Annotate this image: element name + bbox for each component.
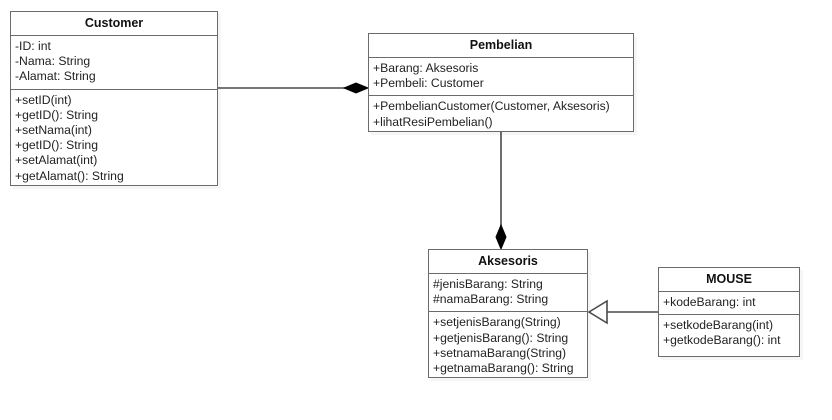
class-attributes-customer: -ID: int -Nama: String -Alamat: String — [11, 36, 217, 89]
class-box-mouse[interactable]: MOUSE +kodeBarang: int +setkodeBarang(in… — [658, 267, 800, 357]
operation-row: +getID(): String — [15, 107, 98, 122]
attribute-row: +Pembeli: Customer — [373, 76, 484, 91]
filled-diamond-aksesoris — [495, 223, 507, 251]
class-operations-mouse: +setkodeBarang(int) +getkodeBarang(): in… — [659, 314, 799, 352]
class-title-pembelian: Pembelian — [369, 34, 633, 58]
operation-row: +lihatResiPembelian() — [373, 114, 493, 129]
class-title-customer: Customer — [11, 12, 217, 36]
operation-row: +getjenisBarang(): String — [433, 330, 569, 345]
operation-row: +getID(): String — [15, 138, 98, 153]
hollow-triangle-aksesoris — [587, 299, 608, 325]
class-title-aksesoris: Aksesoris — [429, 250, 587, 274]
class-attributes-pembelian: +Barang: Aksesoris +Pembeli: Customer — [369, 58, 633, 95]
attribute-row: -ID: int — [15, 39, 51, 53]
attribute-row: #jenisBarang: String — [433, 277, 543, 291]
class-title-mouse: MOUSE — [659, 268, 799, 292]
class-box-pembelian[interactable]: Pembelian +Barang: Aksesoris +Pembeli: C… — [368, 33, 634, 132]
operation-row: +setNama(int) — [15, 123, 92, 138]
class-attributes-mouse: +kodeBarang: int — [659, 292, 799, 314]
class-attributes-aksesoris: #jenisBarang: String #namaBarang: String — [429, 274, 587, 311]
attribute-row: -Nama: String — [15, 54, 91, 69]
class-box-aksesoris[interactable]: Aksesoris #jenisBarang: String #namaBara… — [428, 249, 588, 378]
attribute-row: +Barang: Aksesoris — [373, 61, 479, 75]
operation-row: +setnamaBarang(String) — [433, 345, 567, 360]
operation-row: +PembelianCustomer(Customer, Aksesoris) — [373, 99, 610, 114]
class-box-customer[interactable]: Customer -ID: int -Nama: String -Alamat:… — [10, 11, 218, 186]
operation-row: +getnamaBarang(): String — [433, 361, 574, 376]
attribute-row: #namaBarang: String — [433, 292, 549, 307]
attribute-row: +kodeBarang: int — [663, 295, 756, 309]
filled-diamond-pembelian — [342, 82, 370, 94]
class-operations-pembelian: +PembelianCustomer(Customer, Aksesoris) … — [369, 95, 633, 133]
class-operations-aksesoris: +setjenisBarang(String) +getjenisBarang(… — [429, 311, 587, 380]
operation-row: +getkodeBarang(): int — [663, 333, 781, 348]
operation-row: +setjenisBarang(String) — [433, 315, 561, 330]
operation-row: +setkodeBarang(int) — [663, 318, 774, 333]
class-operations-customer: +setID(int) +getID(): String +setNama(in… — [11, 88, 217, 188]
attribute-row: -Alamat: String — [15, 69, 96, 84]
operation-row: +setAlamat(int) — [15, 153, 98, 168]
operation-row: +getAlamat(): String — [15, 168, 124, 183]
operation-row: +setID(int) — [15, 92, 72, 107]
